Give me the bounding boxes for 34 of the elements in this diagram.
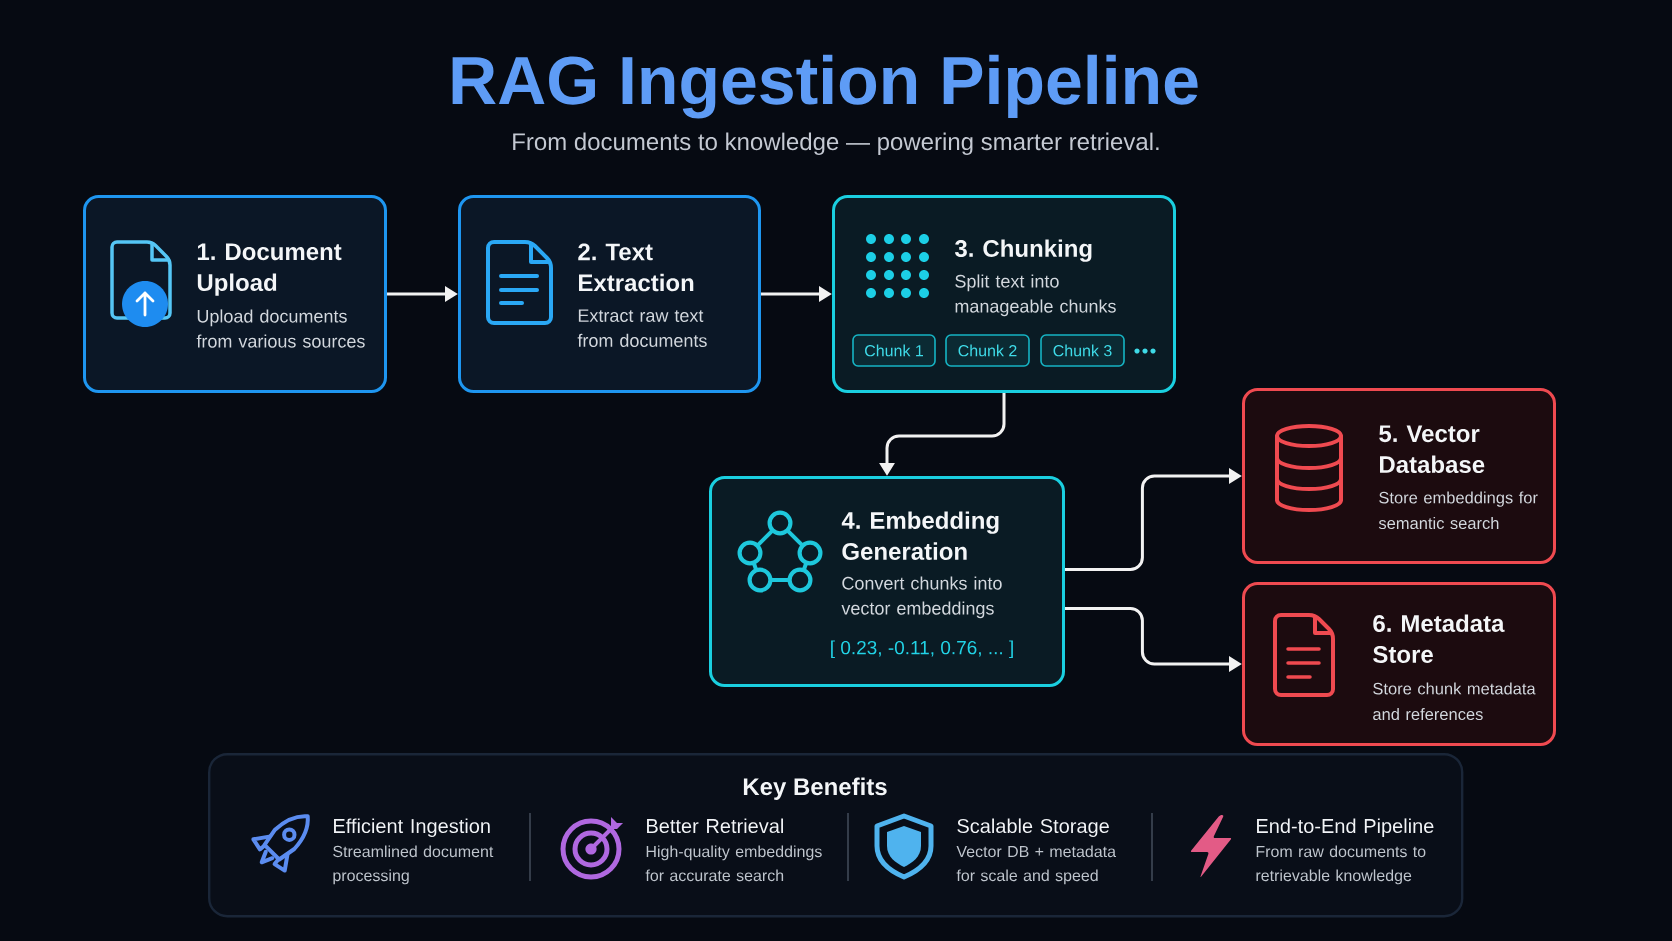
step-description: Store embeddings for semantic search [1378, 491, 1538, 530]
process-box [1242, 388, 1556, 564]
panel-heading: Key Benefits [743, 777, 887, 800]
chunk-tag: Chunk 2 [945, 334, 1030, 367]
benefit-description: Vector DB + metadata for scale and speed [956, 845, 1117, 885]
step-title: 5. Vector Database [1379, 425, 1485, 474]
process-box [83, 195, 387, 393]
step-description: Extract raw text from documents [577, 309, 707, 347]
step-description: Store chunk metadata and references [1373, 682, 1536, 721]
benefit-title: Scalable Storage [957, 818, 1109, 838]
benefit-description: High-quality embeddings for accurate search [645, 845, 822, 882]
step-description: Upload documents from various sources [196, 309, 365, 348]
step-title: 4. Embedding Generation [841, 511, 999, 560]
process-box [1242, 582, 1556, 746]
subtitle: From documents to knowledge — powering smarter retrieval. [513, 132, 1159, 155]
chunk-tag: Chunk 1 [852, 334, 936, 367]
process-box [709, 476, 1065, 687]
benefit-title: End-to-End Pipeline [1257, 818, 1434, 838]
step-description: Split text into manageable chunks [955, 274, 1116, 317]
chunk-tag: Chunk 3 [1040, 334, 1125, 367]
process-box [458, 195, 761, 393]
step-title: 6. Metadata Store [1373, 614, 1505, 663]
step-title: 3. Chunking [954, 239, 1092, 262]
diagram-title: RAG Ingestion Pipeline [452, 54, 1198, 119]
benefits-panel [208, 753, 1464, 918]
process-box [832, 195, 1176, 393]
benefit-title: Efficient Ingestion [334, 818, 490, 838]
benefit-description: Streamlined document processing [333, 845, 494, 885]
vector-values: [ 0.23, -0.11, 0.76, ... ] [831, 640, 1013, 659]
step-title: 1. Document Upload [197, 243, 342, 296]
benefit-title: Better Retrieval [647, 818, 783, 834]
benefit-description: From raw documents to retrievable knowledge [1256, 845, 1426, 885]
step-title: 2. Text Extraction [578, 243, 694, 292]
step-description: Convert chunks into vector embeddings [841, 576, 1002, 619]
